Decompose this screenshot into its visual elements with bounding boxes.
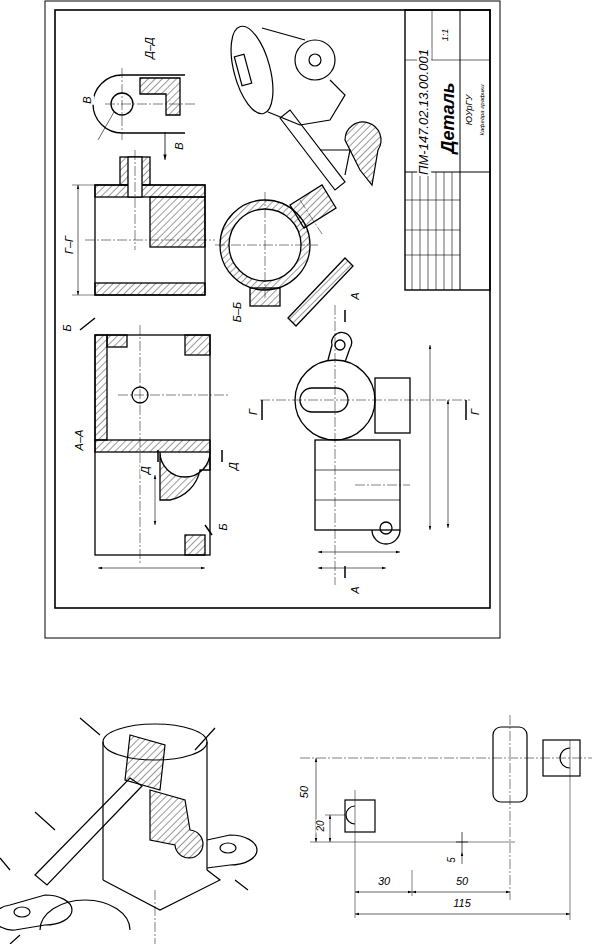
cut-plane-label: Д bbox=[140, 465, 152, 475]
dimension-value: 5 bbox=[447, 856, 458, 864]
section-label: Г–Г bbox=[64, 235, 76, 255]
cut-plane-label: Г bbox=[470, 408, 482, 416]
scale-value: 1:1 bbox=[441, 28, 450, 43]
section-label: А–А bbox=[74, 429, 86, 452]
cut-plane-label: Б bbox=[62, 323, 74, 332]
section-dd bbox=[140, 78, 180, 115]
section-aa bbox=[80, 318, 230, 568]
sheet-frame bbox=[45, 1, 500, 638]
dimension-value: 115 bbox=[452, 898, 472, 910]
cut-plane-label: Г bbox=[248, 408, 260, 416]
part-sketch bbox=[0, 718, 257, 944]
cut-plane-label: А bbox=[350, 585, 362, 594]
cut-plane-label: А bbox=[350, 291, 362, 300]
cut-plane-label: Б bbox=[218, 522, 230, 531]
department-name: Кафедра графики bbox=[479, 83, 485, 136]
organisation-name: ЮУрГУ bbox=[465, 94, 474, 127]
section-label: Д–Д bbox=[144, 36, 156, 60]
view-label: В bbox=[82, 95, 94, 104]
part-name: Деталь bbox=[439, 81, 458, 154]
dimension-value: 20 bbox=[316, 819, 327, 832]
sheet-isometric bbox=[223, 22, 381, 190]
section-label: Б–Б bbox=[232, 301, 244, 323]
drawing-number: ПМ-147.02.13.00.001 bbox=[417, 48, 431, 176]
dimension-scheme bbox=[300, 715, 592, 920]
title-block bbox=[405, 10, 490, 290]
cut-plane-label: Д bbox=[228, 461, 240, 471]
view-v bbox=[93, 68, 195, 140]
section-gg bbox=[72, 132, 215, 295]
view-arrow-label: В bbox=[174, 141, 186, 150]
inner-frame bbox=[55, 10, 490, 608]
dimension-value: 50 bbox=[455, 876, 469, 888]
dimension-value: 30 bbox=[377, 876, 391, 888]
section-bb bbox=[215, 185, 353, 326]
plan-view bbox=[260, 305, 470, 585]
dimension-value: 50 bbox=[299, 785, 311, 799]
